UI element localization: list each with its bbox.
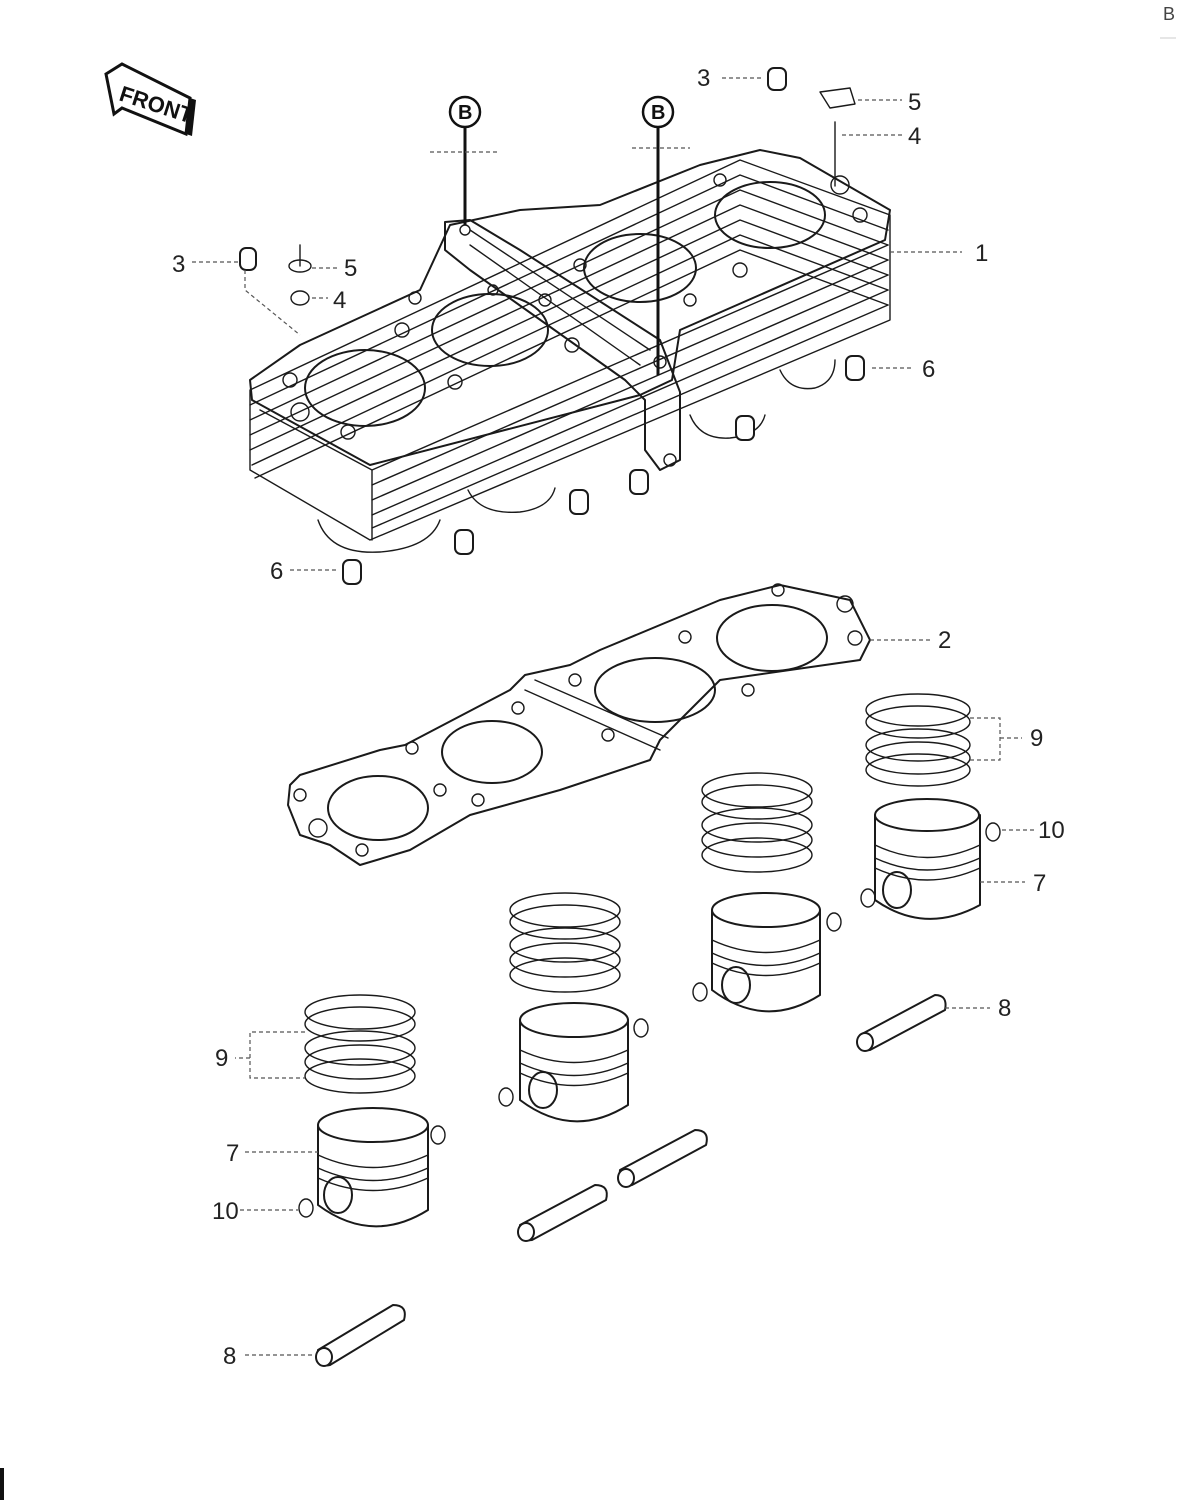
front-arrow-icon: FRONT <box>104 62 197 137</box>
callout-4: 4 <box>908 123 921 150</box>
plug-parts <box>342 355 865 585</box>
piston-ring-set-1 <box>865 693 971 787</box>
callout-3: 3 <box>172 251 185 278</box>
callout-4: 4 <box>333 287 346 314</box>
callout-9: 9 <box>1030 725 1043 752</box>
svg-text:B: B <box>458 102 472 124</box>
callout-6: 6 <box>922 356 935 383</box>
callout-5: 5 <box>344 255 357 282</box>
callout-1: 1 <box>975 240 988 267</box>
cylinder-base-gasket <box>287 583 871 866</box>
callout-8: 8 <box>998 995 1011 1022</box>
callout-3: 3 <box>697 65 710 92</box>
callout-10: 10 <box>212 1198 239 1225</box>
piston-ring-set-4 <box>304 994 416 1094</box>
piston-ring-set-3 <box>509 892 621 993</box>
callout-6: 6 <box>270 558 283 585</box>
callout-7: 7 <box>226 1140 239 1167</box>
o-ring-parts <box>290 121 836 306</box>
piston-4 <box>298 1107 446 1228</box>
callout-7: 7 <box>1033 870 1046 897</box>
piston-ring-set-2 <box>701 772 813 873</box>
callout-2: 2 <box>938 627 951 654</box>
svg-text:B: B <box>651 102 665 124</box>
piston-1 <box>860 798 1001 920</box>
piston-3 <box>498 1002 649 1123</box>
piston-2 <box>692 892 842 1013</box>
dowel-pin-parts <box>239 67 787 271</box>
reference-marker-b-left: B <box>430 95 500 225</box>
reference-marker-b-right: B <box>632 95 690 375</box>
callout-9: 9 <box>215 1045 228 1072</box>
corner-mark: B <box>1163 4 1175 24</box>
callout-numbers: 3 5 4 1 3 5 4 6 6 2 9 10 7 8 9 7 10 8 <box>172 65 1065 1370</box>
washer-parts <box>288 87 856 273</box>
cylinder-block <box>249 149 891 553</box>
callout-5: 5 <box>908 89 921 116</box>
callout-10: 10 <box>1038 817 1065 844</box>
piston-pin-parts <box>315 994 947 1367</box>
leader-lines <box>192 77 1035 1356</box>
callout-8: 8 <box>223 1343 236 1370</box>
